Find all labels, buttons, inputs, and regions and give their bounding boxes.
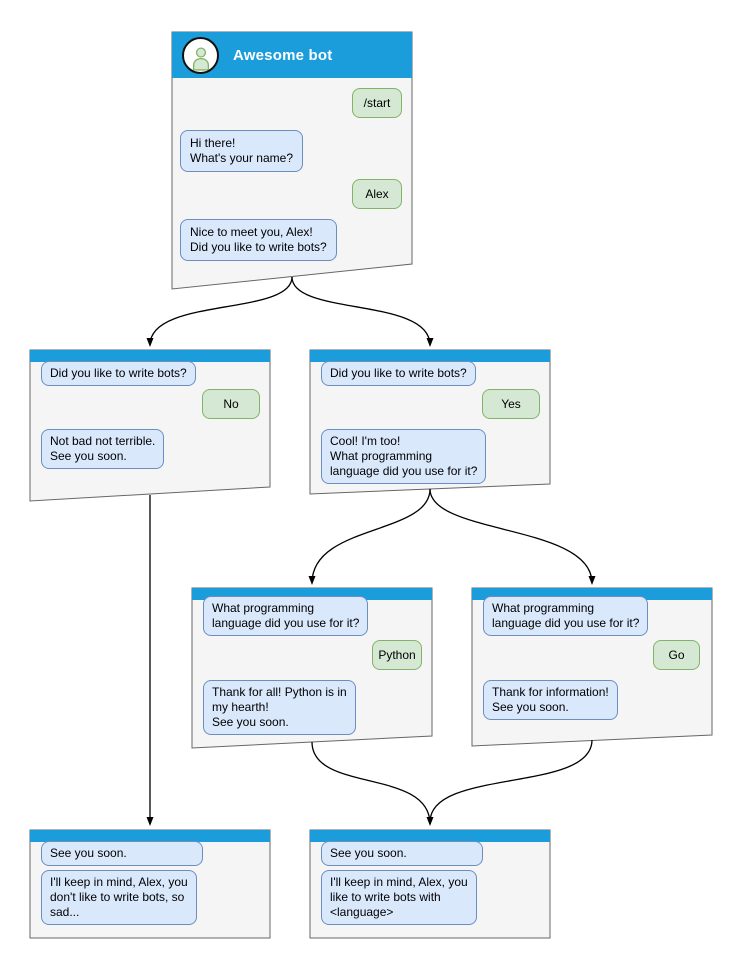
message-user-answer-python: Python xyxy=(372,640,422,670)
root-window-header: Awesome bot xyxy=(172,32,412,78)
message-bot-ask-name: Hi there! What's your name? xyxy=(180,130,304,172)
no-window-titlebar xyxy=(30,350,270,362)
bot-avatar xyxy=(182,36,219,74)
message-bot-question-yes-branch: Did you like to write bots? xyxy=(321,361,476,386)
end-yes-window-titlebar xyxy=(310,830,550,842)
connector-yes-to-python xyxy=(308,488,431,585)
message-bot-ask-bots: Nice to meet you, Alex! Did you like to … xyxy=(180,219,337,261)
connector-root-to-no xyxy=(146,276,293,347)
message-user-name: Alex xyxy=(352,179,402,209)
message-bot-reply-go: Thank for information! See you soon. xyxy=(483,680,618,720)
message-bot-summary-yes: I'll keep in mind, Alex, you like to wri… xyxy=(321,870,477,925)
message-bot-question-no-branch: Did you like to write bots? xyxy=(41,361,196,386)
end-no-window-titlebar xyxy=(30,830,270,842)
message-user-start: /start xyxy=(352,88,402,118)
message-bot-question-go-branch: What programming language did you use fo… xyxy=(483,596,649,636)
yes-window-titlebar xyxy=(310,350,550,362)
message-bot-summary-no: I'll keep in mind, Alex, you don't like … xyxy=(41,870,197,925)
message-user-answer-go: Go xyxy=(653,640,700,670)
message-bot-question-python-branch: What programming language did you use fo… xyxy=(203,596,369,636)
message-bot-farewell-yes: See you soon. xyxy=(321,841,483,866)
message-bot-reply-no: Not bad not terrible. See you soon. xyxy=(41,429,165,469)
message-bot-reply-python: Thank for all! Python is in my hearth! S… xyxy=(203,680,356,735)
message-bot-farewell-no: See you soon. xyxy=(41,841,203,866)
person-icon xyxy=(192,46,209,71)
bot-title: Awesome bot xyxy=(233,46,333,64)
connector-go-to-end xyxy=(429,739,593,823)
message-user-answer-yes: Yes xyxy=(482,389,540,419)
connector-root-to-yes xyxy=(291,276,434,347)
connector-python-to-end xyxy=(311,741,434,826)
message-user-answer-no: No xyxy=(202,389,260,419)
message-bot-reply-yes: Cool! I'm too! What programming language… xyxy=(321,429,487,484)
connector-yes-to-go xyxy=(429,488,596,585)
